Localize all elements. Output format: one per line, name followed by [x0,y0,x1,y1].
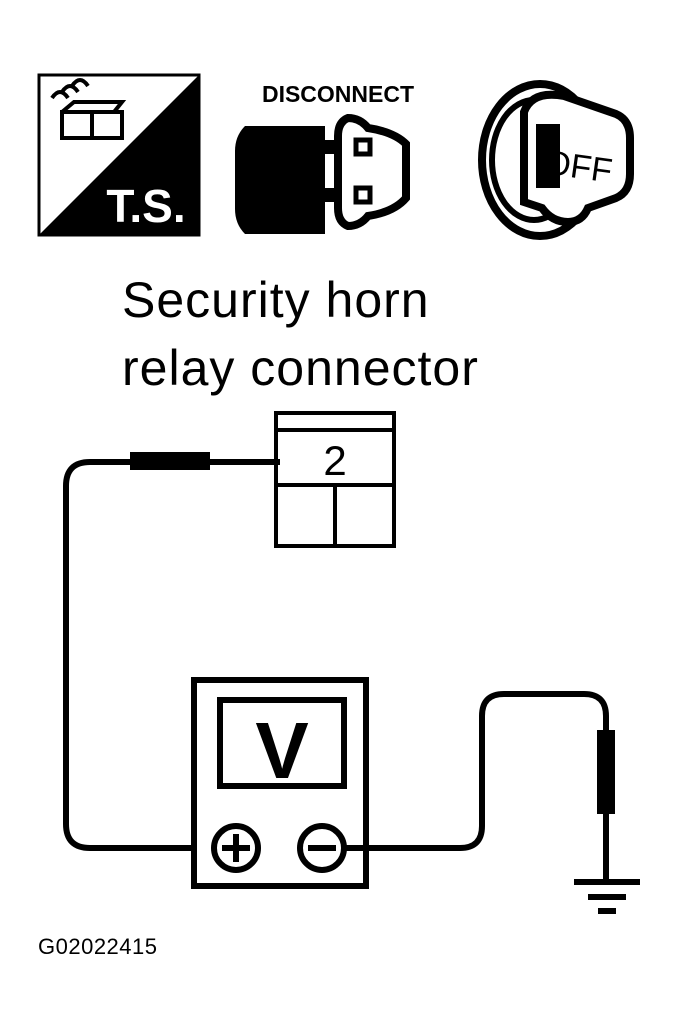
ground-symbol-icon [574,860,640,914]
positive-probe-lead [63,452,280,851]
negative-probe-lead [344,691,615,860]
figure-code: G02022415 [38,934,158,959]
ts-label: T.S. [106,180,185,232]
voltmeter-display-label: V [255,706,308,795]
positive-probe-tip [130,452,210,470]
disconnect-connector-icon: DISCONNECT [235,81,414,234]
connector-title-line-1: Security horn [122,272,430,328]
voltmeter-display [217,697,347,789]
ignition-key-off-icon: OFF [478,80,634,240]
relay-connector: 2 [274,411,396,548]
trouble-shooting-icon: T.S. [37,73,201,237]
disconnect-label: DISCONNECT [262,81,414,107]
negative-probe-tip [597,730,615,814]
ignition-off-label: OFF [542,143,615,190]
connector-title-line-2: relay connector [122,340,479,396]
connector-terminal-label: 2 [323,437,346,484]
voltmeter: V [191,677,369,889]
